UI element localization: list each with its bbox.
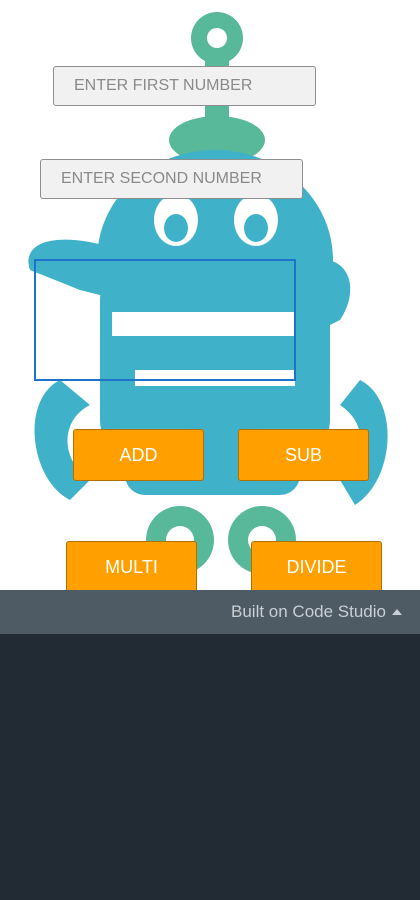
- divide-button[interactable]: DIVIDE: [251, 541, 382, 590]
- built-on-code-studio-link[interactable]: Built on Code Studio: [231, 602, 402, 622]
- footer-bar: Built on Code Studio: [0, 590, 420, 634]
- app-screen: ADD SUB MULTI DIVIDE: [28, 12, 388, 590]
- bottom-panel: [0, 634, 420, 900]
- add-button[interactable]: ADD: [73, 429, 204, 481]
- sub-button[interactable]: SUB: [238, 429, 369, 481]
- first-number-input[interactable]: [53, 66, 316, 106]
- multi-button[interactable]: MULTI: [66, 541, 197, 590]
- caret-up-icon: [392, 609, 402, 615]
- built-on-label: Built on Code Studio: [231, 602, 386, 621]
- second-number-input[interactable]: [40, 159, 303, 199]
- result-display: [34, 259, 296, 381]
